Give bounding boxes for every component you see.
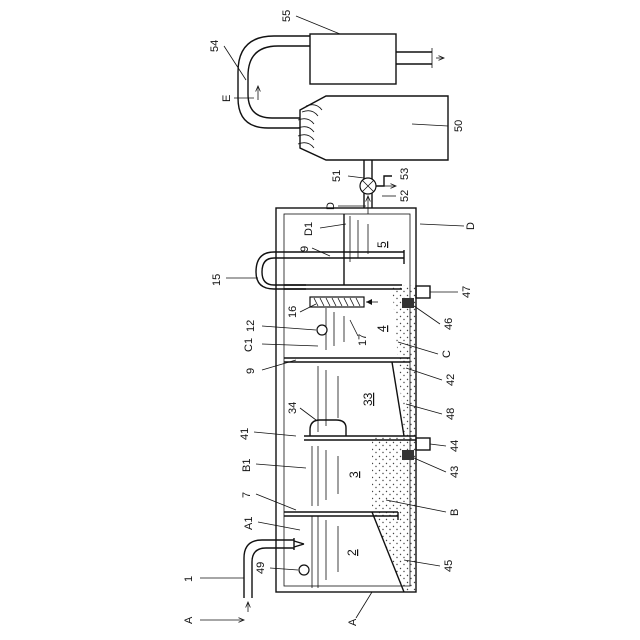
label-48: 48 [445,408,457,420]
label-45: 45 [443,560,455,572]
label-E: E [221,95,233,102]
label-42: 42 [445,374,457,386]
label-B: B [449,509,461,516]
label-C: C [441,350,453,358]
label-D-top: D [325,202,337,210]
label-41: 41 [239,428,251,440]
label-51: 51 [331,170,343,182]
label-47: 47 [461,286,473,298]
label-43: 43 [449,466,461,478]
diagram-labels: 1 A 49 A1 7 B1 41 34 9 C1 12 16 15 9 D1 … [183,10,477,626]
diffuser-16 [310,297,378,307]
room-2: 2 [345,549,359,556]
label-A-in: A [183,616,195,624]
room-4: 4 [375,325,389,332]
label-D1: D1 [303,222,315,236]
label-9a: 9 [245,368,257,374]
label-55: 55 [281,10,293,22]
label-15: 15 [211,274,223,286]
label-9b: 9 [299,246,311,252]
inflow-arrows [200,602,248,620]
leader-lines [200,16,464,618]
label-7: 7 [241,492,253,498]
label-44: 44 [449,440,461,452]
label-54: 54 [209,40,221,52]
label-B1: B1 [241,459,253,472]
label-16: 16 [287,306,299,318]
label-17: 17 [357,334,369,346]
room-3: 3 [347,471,361,478]
label-50: 50 [453,120,465,132]
label-52: 52 [399,190,411,202]
connecting-pipe-54 [238,36,310,128]
label-A-bottom: A [347,618,359,626]
room-5: 5 [375,241,389,248]
label-C1: C1 [243,338,255,352]
label-49: 49 [255,562,267,574]
label-12: 12 [245,320,257,332]
unit-55 [310,34,444,84]
label-1: 1 [183,576,195,582]
pump-49 [299,565,309,575]
label-46: 46 [443,318,455,330]
inlet-elbow-34 [310,420,346,436]
label-D-right: D [465,222,477,230]
treatment-unit-50 [298,96,448,160]
label-A1: A1 [243,517,255,530]
room-33: 33 [361,392,375,406]
pump-12 [317,325,327,335]
label-34: 34 [287,402,299,414]
label-53: 53 [399,168,411,180]
water-surface-lines [312,216,368,588]
